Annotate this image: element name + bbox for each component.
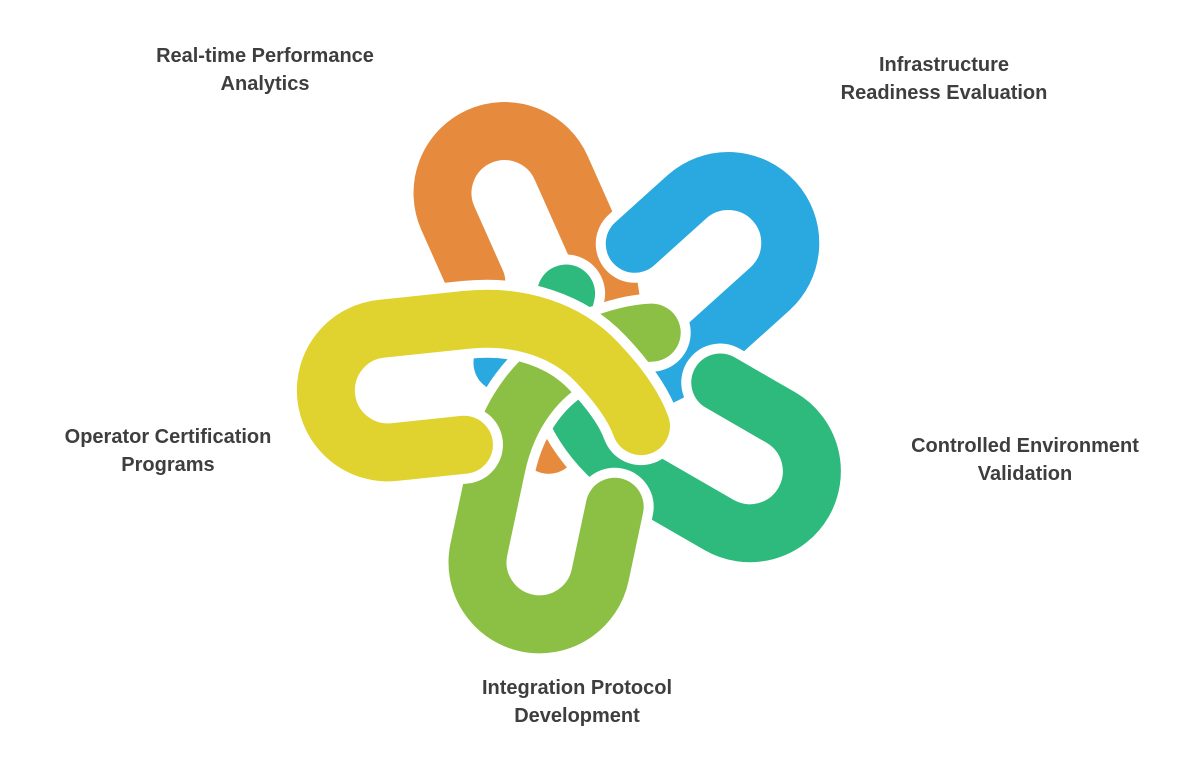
label-line: Analytics bbox=[220, 73, 310, 95]
label-line: Real-time Performance bbox=[156, 45, 374, 67]
label-line: Integration Protocol bbox=[482, 677, 672, 699]
label-operator-certification-programs: Operator Certification Programs bbox=[65, 423, 272, 479]
knot-center-group bbox=[286, 92, 851, 664]
label-controlled-environment-validation: Controlled Environment Validation bbox=[911, 432, 1139, 488]
label-real-time-performance-analytics: Real-time Performance Analytics bbox=[156, 42, 374, 98]
label-line: Programs bbox=[121, 454, 215, 476]
label-line: Validation bbox=[977, 463, 1073, 485]
label-integration-protocol-development: Integration Protocol Development bbox=[482, 674, 672, 730]
loop-ribbon-yellow bbox=[296, 289, 670, 482]
label-line: Readiness Evaluation bbox=[840, 82, 1048, 104]
loop-operator-certification-programs bbox=[286, 279, 680, 492]
label-line: Infrastructure bbox=[878, 54, 1010, 76]
label-line: Development bbox=[514, 705, 640, 727]
label-infrastructure-readiness-evaluation: Infrastructure Readiness Evaluation bbox=[841, 51, 1048, 107]
label-line: Operator Certification bbox=[64, 426, 272, 448]
label-line: Controlled Environment bbox=[911, 435, 1139, 457]
